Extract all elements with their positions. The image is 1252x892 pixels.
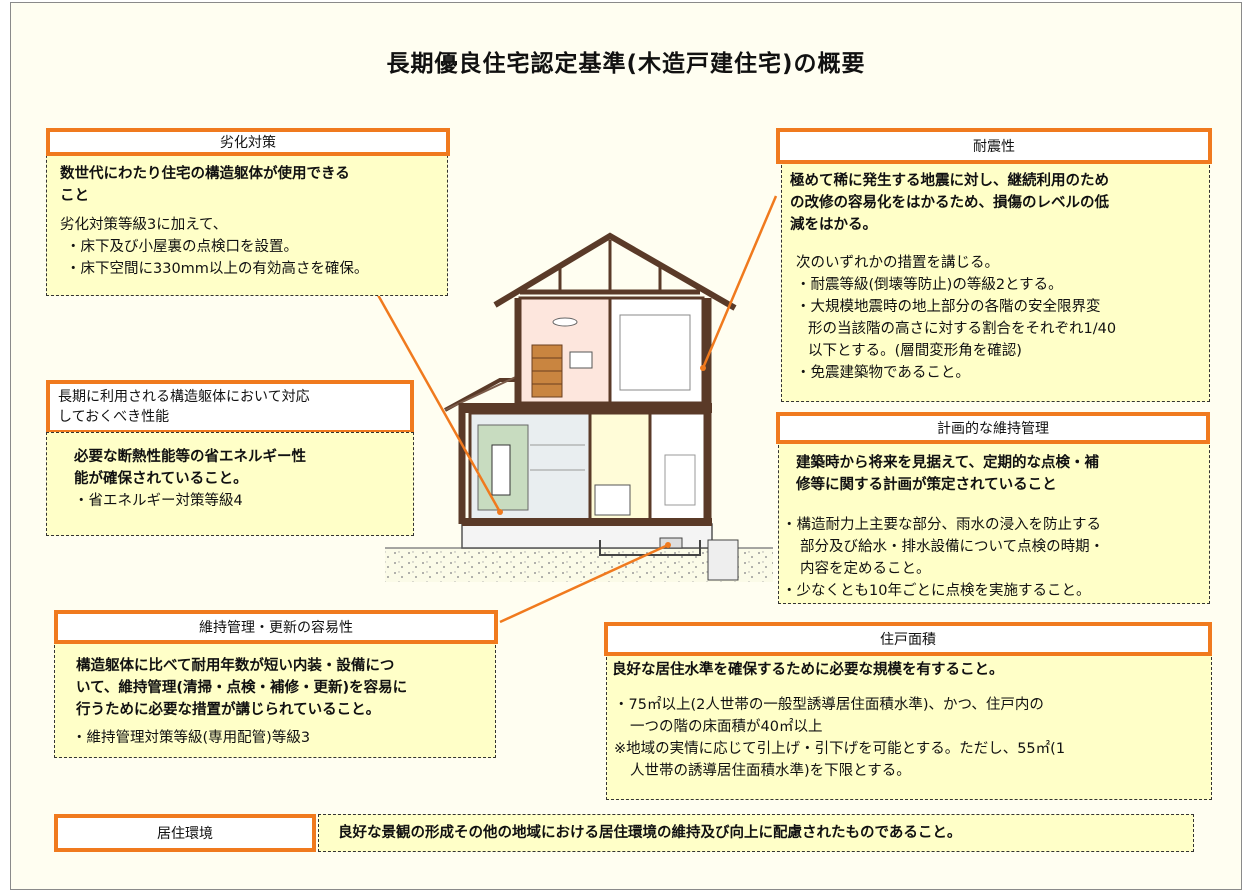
- living-environment-box: [318, 814, 1194, 852]
- long-term-structure-label-2: しておくべき性能: [58, 409, 170, 425]
- maintenance-ease-detail-1: ・維持管理対策等級(専用配管)等級3: [72, 730, 311, 746]
- deterioration-detail-1: 劣化対策等級3に加えて、: [60, 217, 228, 233]
- seismic-summary-1: 極めて稀に発生する地震に対し、継続利用のため: [790, 173, 1109, 189]
- seismic-detail-5: 以下とする。(層間変形角を確認): [808, 343, 1022, 359]
- deterioration-box: [46, 150, 448, 296]
- planned-maintenance-header: 計画的な維持管理: [776, 412, 1210, 444]
- seismic-detail-4: 形の当該階の高さに対する割合をそれぞれ1/40: [808, 321, 1117, 337]
- floor-area-detail-1: ・75㎡以上(2人世帯の一般型誘導居住面積水準)、かつ、住戸内の: [614, 697, 1044, 713]
- planned-maintenance-summary-2: 修等に関する計画が策定されていること: [796, 477, 1057, 493]
- maintenance-ease-header: 維持管理・更新の容易性: [54, 610, 498, 644]
- seismic-detail-1: 次のいずれかの措置を講じる。: [796, 255, 999, 271]
- deterioration-detail-3: ・床下空間に330mm以上の有効高さを確保。: [66, 261, 369, 277]
- pipes: [599, 540, 701, 556]
- floor-area-detail-2: 一つの階の床面積が40㎡以上: [630, 719, 823, 735]
- planned-maintenance-detail-4: ・少なくとも10年ごとに点検を実施すること。: [782, 583, 1091, 599]
- maintenance-ease-summary-2: いて、維持管理(清掃・点検・補修・更新)を容易に: [76, 680, 408, 696]
- planned-maintenance-summary-1: 建築時から将来を見据えて、定期的な点検・補: [796, 455, 1100, 471]
- seismic-label: 耐震性: [973, 139, 1015, 155]
- seismic-detail-6: ・免震建築物であること。: [796, 365, 970, 381]
- seismic-header: 耐震性: [776, 128, 1212, 164]
- long-term-structure-detail-3: ・省エネルギー対策等級4: [74, 493, 243, 509]
- floor-area-detail-4: 人世帯の誘導居住面積水準)を下限とする。: [630, 763, 911, 779]
- floor-area-summary-1: 良好な居住水準を確保するために必要な規模を有すること。: [612, 662, 1004, 678]
- maintenance-ease-summary-3: 行うために必要な措置が講じられていること。: [76, 702, 381, 718]
- floor-beam: [462, 403, 712, 413]
- planned-maintenance-label: 計画的な維持管理: [937, 421, 1049, 437]
- upper-room-right: [608, 296, 705, 405]
- floor-area-header: 住戸面積: [604, 622, 1212, 656]
- long-term-structure-label-1: 長期に利用される構造躯体において対応: [58, 389, 310, 405]
- connector-lines: [376, 195, 778, 624]
- long-term-structure-detail-1: 必要な断熱性能等の省エネルギー性: [74, 449, 306, 465]
- seismic-summary-3: 減をはかる。: [790, 217, 877, 233]
- long-term-structure-detail-2: 能が確保されていること。: [74, 471, 248, 487]
- planned-maintenance-detail-2: 部分及び給水・排水設備について点検の時期・: [800, 539, 1105, 555]
- maintenance-ease-label: 維持管理・更新の容易性: [199, 620, 353, 636]
- living-environment-header: 居住環境: [54, 814, 316, 852]
- deterioration-summary-2: こと: [60, 188, 89, 204]
- maintenance-ease-summary-1: 構造躯体に比べて耐用年数が短い内装・設備につ: [76, 658, 395, 674]
- seismic-detail-2: ・耐震等級(倒壊等防止)の等級2とする。: [796, 277, 1063, 293]
- floor-area-box: [606, 652, 1212, 800]
- planned-maintenance-detail-3: 内容を定めること。: [800, 561, 931, 577]
- long-term-structure-box: [46, 432, 414, 536]
- deterioration-header: 劣化対策: [46, 128, 450, 156]
- floor-area-detail-3: ※地域の実情に応じて引上げ・引下げを可能とする。ただし、55㎡(1: [614, 741, 1066, 757]
- page-title: 長期優良住宅認定基準(木造戸建住宅)の概要: [386, 51, 866, 77]
- deterioration-detail-2: ・床下及び小屋裏の点検口を設置。: [66, 239, 298, 255]
- living-environment-text: 良好な景観の形成その他の地域における居住環境の維持及び向上に配慮されたものである…: [338, 825, 962, 841]
- seismic-summary-2: の改修の容易化をはかるため、損傷のレベルの低: [790, 195, 1109, 211]
- long-term-structure-header: 長期に利用される構造躯体において対応 しておくべき性能: [46, 380, 414, 434]
- maintenance-ease-box: [54, 640, 496, 758]
- seismic-detail-3: ・大規模地震時の地上部分の各階の安全限界変: [796, 299, 1101, 315]
- deterioration-summary-1: 数世代にわたり住宅の構造躯体が使用できる: [60, 166, 350, 182]
- floor-area-label: 住戸面積: [880, 632, 936, 648]
- living-environment-label: 居住環境: [157, 826, 213, 842]
- roof: [493, 232, 737, 311]
- planned-maintenance-box: [778, 440, 1210, 604]
- deterioration-label: 劣化対策: [220, 135, 276, 151]
- planned-maintenance-detail-1: ・構造耐力上主要な部分、雨水の浸入を防止する: [782, 517, 1101, 533]
